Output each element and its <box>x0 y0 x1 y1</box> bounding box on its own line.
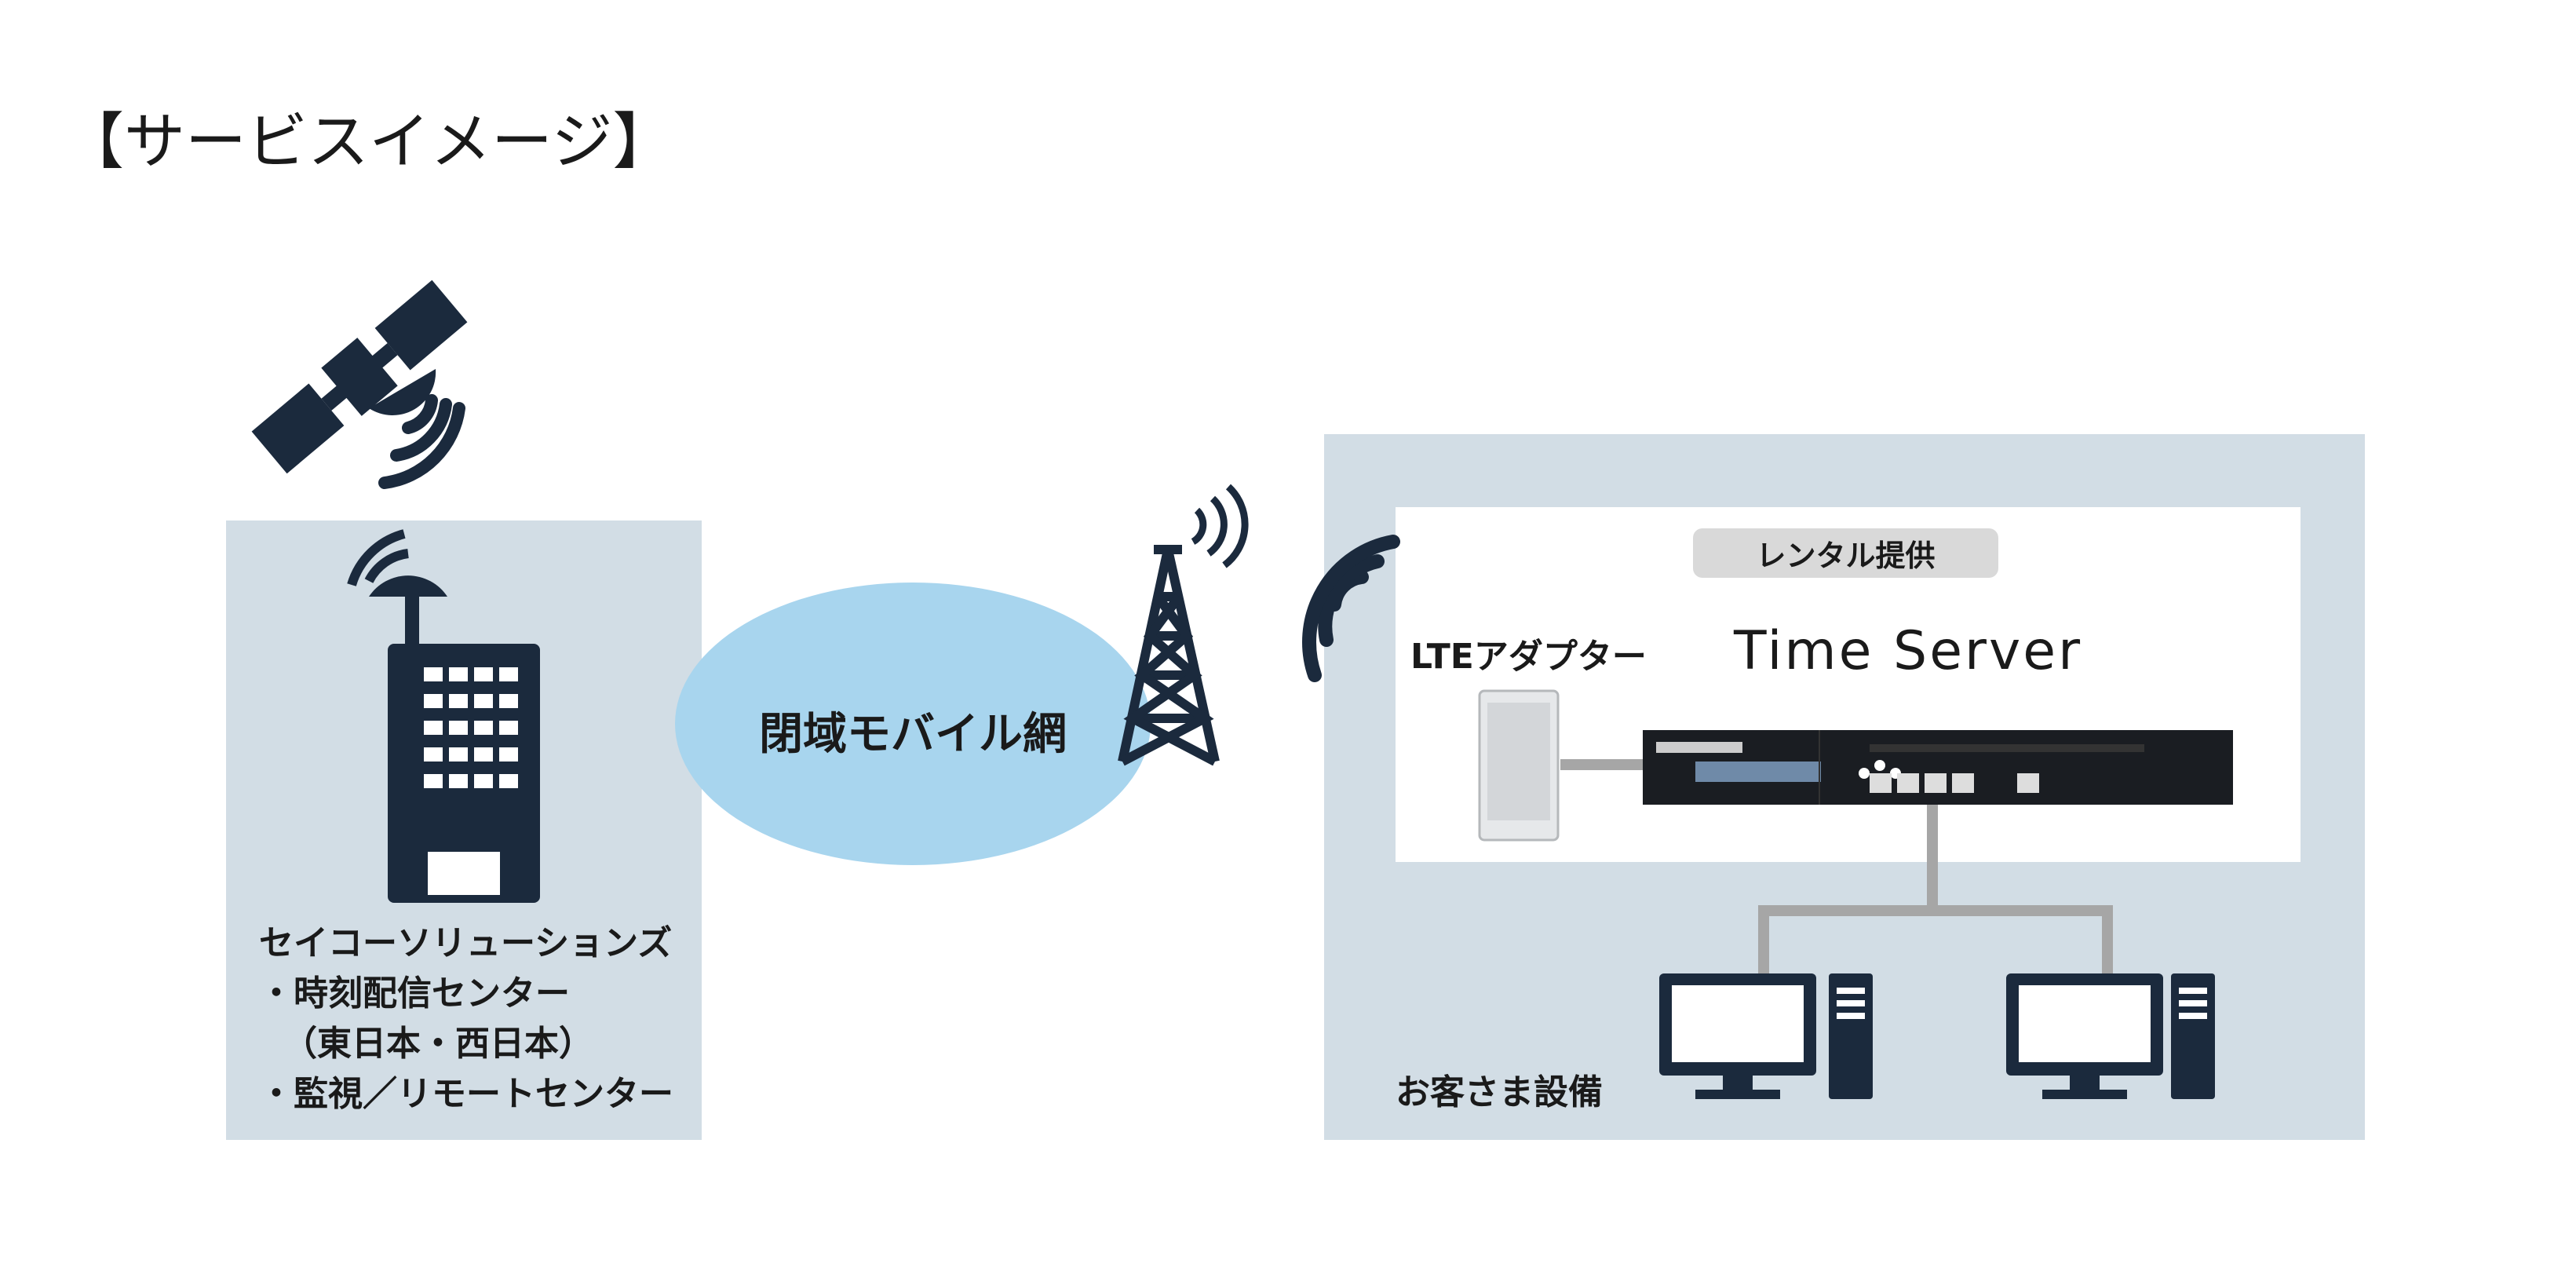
network-label: 閉域モバイル網 <box>759 709 1067 760</box>
page-title: 【サービスイメージ】 <box>63 107 674 177</box>
service-item: （東日本・西日本） <box>283 1024 593 1064</box>
rental-badge: レンタル提供 <box>1693 528 1998 578</box>
customer-equipment-label: お客さま設備 <box>1396 1072 1603 1112</box>
lte-signal-icon <box>1302 535 1400 682</box>
customer-pc-icon <box>2006 973 2215 1099</box>
lte-adapter-label: LTEアダプター <box>1410 637 1647 677</box>
satellite-dish-icon <box>369 369 436 415</box>
lte-adapter-device <box>1478 689 1560 842</box>
satellite-icon <box>251 279 468 474</box>
time-server-device <box>1643 730 2233 805</box>
connection-lines <box>1560 759 2113 977</box>
mobile-network-cloud <box>675 583 1151 865</box>
company-name: セイコーソリューションズ <box>259 923 673 963</box>
time-server-label: Time Server <box>1734 620 2083 682</box>
service-item: ・監視／リモートセンター <box>259 1074 673 1114</box>
satellite-signal-icon <box>378 394 465 489</box>
customer-pc-icon <box>1659 973 1873 1099</box>
service-item: ・時刻配信センター <box>259 973 570 1014</box>
provider-description: セイコーソリューションズ ・時刻配信センター （東日本・西日本） ・監視／リモー… <box>259 919 673 1119</box>
building-icon <box>369 575 540 903</box>
cell-tower-icon <box>1118 484 1249 766</box>
building-signal-icon <box>347 529 409 586</box>
